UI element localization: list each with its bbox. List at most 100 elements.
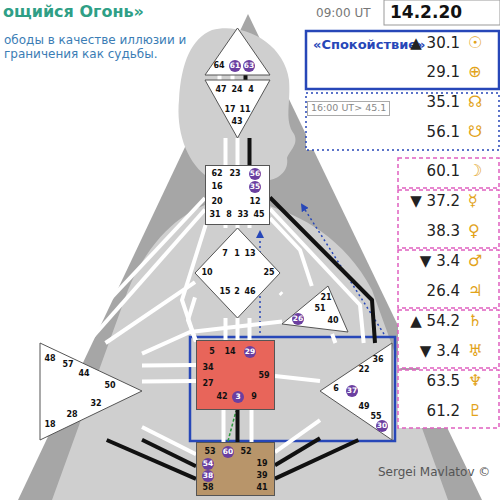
gate-number: 37 [346,385,358,397]
gate-number: 5 [209,348,215,356]
row-frame [398,310,499,368]
gate-number: 17 [224,106,235,114]
gate-number: 56 [249,168,261,180]
gate-number: 36 [372,356,383,364]
gate-number: 63 [243,60,255,72]
gate-number: 49 [358,403,369,411]
planet-symbol: ⊕ [468,63,481,81]
gate-number: 35 [249,181,261,193]
channel-line [275,420,320,452]
gate-number: 53 [204,448,215,456]
center-shape [282,286,348,332]
planet-symbol: ☿ [468,192,478,210]
gate-number: 62 [211,170,222,178]
gate-number: 2 [234,288,240,296]
head-center: 64 6163 [205,28,270,75]
channel-line [236,318,240,340]
g-center: 7113102515246 [195,228,280,318]
planet-symbol: ♃ [468,282,482,300]
position-value: 63.5 [427,373,460,390]
channel-line [142,363,196,367]
gate-number: 19 [256,460,267,468]
position-value: 26.4 [427,283,460,300]
channel-line [142,427,196,454]
planet-symbol: ♅ [468,342,482,360]
gate-number: 24 [231,86,242,94]
planet-symbol: ☊ [468,93,482,111]
center-shape [320,343,392,440]
row-frame [398,250,499,308]
gate-number: 12 [249,198,260,206]
chart-title: ощийся Огонь» [3,3,144,21]
gate-number: 46 [244,288,255,296]
root-center: 536052541938395841 [196,442,275,496]
gate-number: 41 [256,484,267,492]
center-shape [205,28,270,75]
gate-number: 42 [216,393,227,401]
gate-number: 3 [232,391,244,403]
gate-number: 7 [222,250,228,258]
gate-number: 64 [213,62,224,70]
position-value: 29.1 [427,64,460,81]
channel-line [142,379,196,383]
gate-number: 44 [78,370,89,378]
channel-line [270,209,364,343]
solar-plexus-center: 3622637495530 [320,343,392,440]
gate-number: 34 [202,364,213,372]
channel-line [236,138,240,165]
gate-number: 39 [256,472,267,480]
planet-symbol: ☉ [468,34,482,52]
channel-line [224,225,228,228]
channel-line [270,198,375,344]
planet-symbol: ♆ [468,372,482,390]
planet-symbol: ☽ [468,162,482,180]
position-value: 56.1 [427,124,460,141]
row-frame [398,370,499,428]
channel-line [248,225,252,228]
channel-line [236,410,240,442]
center-shape [195,228,280,318]
position-value: ▼ 3.4 [420,253,460,270]
center-shape [205,80,270,138]
gate-number: 23 [229,170,240,178]
gate-number: 32 [90,400,101,408]
gate-number: 43 [231,118,242,126]
gate-number: 16 [211,183,222,191]
gate-number: 33 [237,211,248,219]
ajna-center: 47244171143 [205,80,270,138]
channel-line [248,138,252,165]
center-shape [197,341,275,410]
gate-number: 20 [211,198,222,206]
position-value: ▲ 30.1 [410,35,460,52]
row-frame [398,190,499,248]
position-value: ▼ 3.4 [420,343,460,360]
gate-number: 61 [229,60,241,72]
gate-number: 10 [201,269,212,277]
channel-line [244,75,248,80]
text-label: Sergei Mavlatov © [378,466,490,480]
dotted-frame [306,93,499,150]
gate-number: 26 [292,313,304,325]
center-shape [40,343,142,440]
gate-number: 28 [66,411,77,419]
text-label: 09:00 UT [316,7,371,21]
gate-number: 60 [222,446,234,458]
planet-symbol: ♄ [468,312,482,330]
gate-number: 30 [376,420,388,432]
row-frame [398,158,499,188]
position-value: ▼ 37.2 [410,193,460,210]
channel-line [250,410,254,442]
channel-line [107,440,196,479]
heart-center: 21512640 [282,286,348,334]
position-value: 61.2 [427,403,460,420]
channel-line [275,440,358,479]
gate-number: 58 [202,484,213,492]
channel-line [275,376,320,381]
gate-number: 51 [314,305,325,313]
channel-line [248,318,252,340]
gate-number: 31 [209,211,220,219]
gate-number: 13 [244,250,255,258]
text-label: 14.2.20 [390,3,462,23]
date-cell [384,0,500,25]
channel-line [280,293,282,295]
